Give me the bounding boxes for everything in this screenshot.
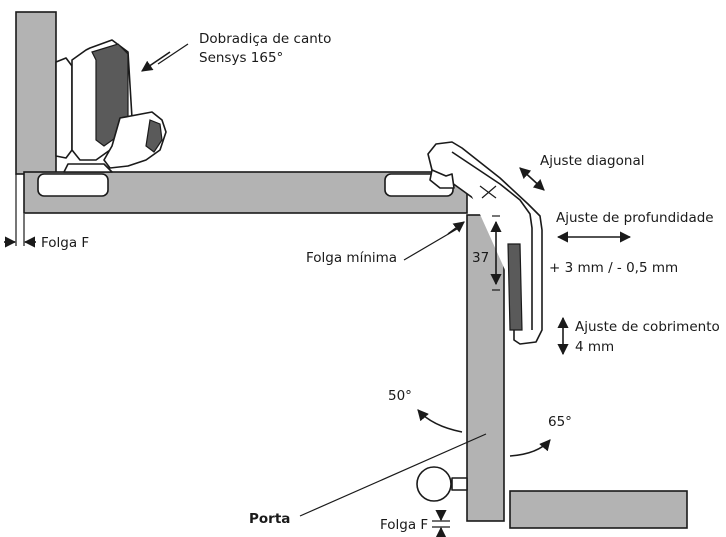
leader-door (299, 433, 487, 517)
label-min-gap: Folga mínima (306, 250, 397, 266)
adjacent-panel (509, 490, 688, 529)
label-cover-adjust-line1: Ajuste de cobrimento (575, 319, 720, 335)
hinge-cup-left (37, 173, 109, 197)
label-depth-adjust: Ajuste de profundidade (556, 210, 714, 226)
label-door: Porta (249, 511, 290, 527)
label-depth-values: + 3 mm / - 0,5 mm (549, 260, 678, 276)
cabinet-side-panel (15, 11, 57, 175)
leader-hinge-name (157, 43, 189, 65)
angle-50-arc (417, 409, 463, 433)
label-hinge-name-line2: Sensys 165° (199, 50, 283, 66)
label-gap-f-top: Folga F (41, 235, 89, 251)
angle-65-arc (509, 439, 551, 457)
label-gap-f-bottom: Folga F (380, 517, 428, 533)
dimension-37-marker (490, 215, 502, 291)
label-hinge-name-line1: Dobradiça de canto (199, 31, 331, 47)
label-angle-65: 65° (548, 414, 572, 430)
leader-min-gap (403, 225, 463, 261)
door-knob (416, 466, 468, 502)
diagonal-adjust-arrow (519, 167, 545, 191)
hinge-pointer-arrow (141, 51, 171, 72)
min-gap-arrow (447, 221, 465, 235)
gap-f-bottom-marker (432, 509, 450, 537)
label-cover-adjust-line2: 4 mm (575, 339, 614, 355)
label-diagonal-adjust: Ajuste diagonal (540, 153, 644, 169)
label-dimension-37: 37 (472, 250, 489, 266)
gap-f-top-marker (4, 174, 36, 248)
label-angle-50: 50° (388, 388, 412, 404)
corner-hinge-illustration (55, 39, 167, 173)
